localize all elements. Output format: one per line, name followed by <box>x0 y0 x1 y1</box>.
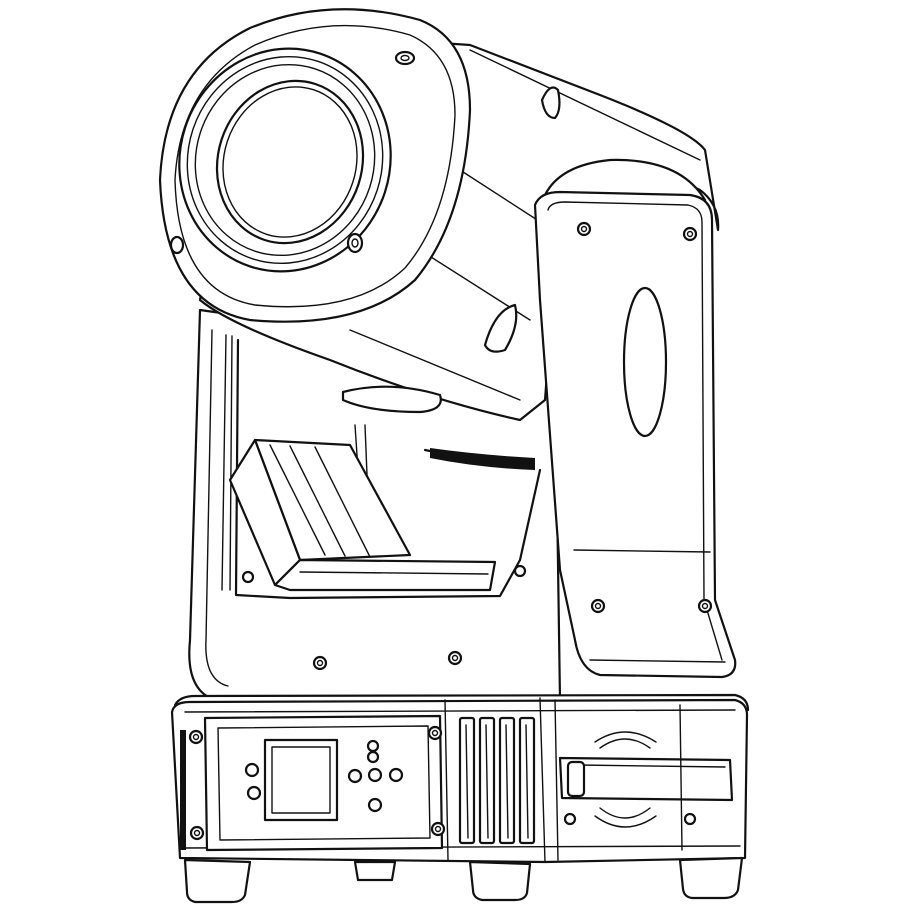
down-button-icon <box>367 797 383 813</box>
led-indicator-icon <box>244 762 260 778</box>
power-module <box>228 438 497 592</box>
yoke-screws <box>241 564 527 671</box>
right-button-icon <box>388 767 404 783</box>
led-indicator-icon <box>246 785 262 801</box>
lcd-screen-icon <box>263 738 339 822</box>
head-front-face <box>158 8 472 323</box>
left-button-icon <box>347 768 363 784</box>
up-button-icon <box>366 750 380 764</box>
yoke-right-arm <box>533 158 737 679</box>
base-feet <box>183 856 744 904</box>
carry-handle <box>558 704 734 851</box>
cooling-vents <box>458 716 536 845</box>
enter-button-icon <box>367 767 383 783</box>
menu-button-icon <box>366 739 380 753</box>
tilt-hub-icon <box>622 286 668 438</box>
control-panel <box>188 714 446 852</box>
lens-icon <box>215 79 365 245</box>
